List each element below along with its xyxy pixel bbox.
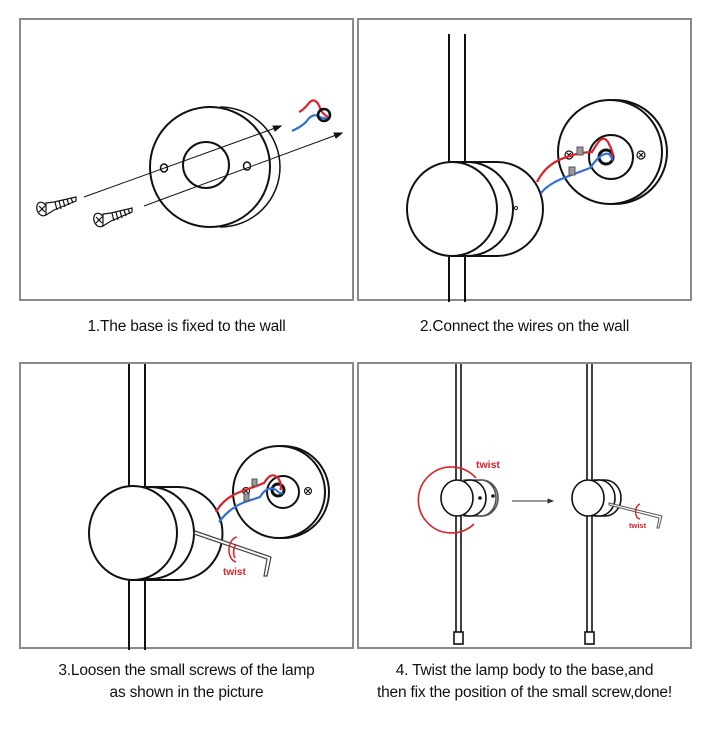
twist-arrow-icon — [634, 503, 641, 520]
step-1-caption: 1.The base is fixed to the wall — [87, 318, 286, 335]
lamp-body-icon — [571, 479, 622, 517]
step-4-caption-line-1: 4. Twist the lamp body to the base,and — [395, 662, 654, 679]
allen-key-icon — [608, 502, 663, 529]
step-4-illustration: twist twist — [417, 364, 663, 645]
wall-base-plate-icon — [232, 445, 330, 539]
screw-icon — [93, 207, 133, 228]
lamp-body-icon — [406, 161, 544, 257]
lamp-rod-icon — [128, 364, 146, 650]
wall-base-plate-icon — [149, 106, 281, 228]
screw-icon — [36, 196, 77, 217]
direction-arrow-icon — [512, 498, 555, 504]
wall-base-plate-icon — [557, 99, 668, 205]
twist-label-right: twist — [629, 521, 647, 530]
twist-arrow-icon — [228, 536, 238, 563]
step-4-caption: 4. Twist the lamp body to the base,and t… — [350, 660, 699, 704]
step-2-illustration — [406, 34, 668, 302]
step-2-panel — [357, 18, 692, 302]
step-4-panel: twist twist — [357, 362, 692, 649]
step-3-panel: twist — [19, 362, 354, 650]
step-3-illustration: twist — [88, 364, 330, 650]
twist-label-left: twist — [476, 459, 500, 471]
wire-pair-icon — [536, 137, 614, 194]
step-1-illustration — [36, 99, 344, 228]
step-4-caption-line-2: then fix the position of the small screw… — [377, 684, 672, 701]
twist-arrow-icon — [417, 466, 477, 534]
allen-key-icon — [193, 530, 272, 577]
direction-arrow-icon — [83, 125, 344, 207]
step-3-caption-line-2: as shown in the picture — [109, 684, 264, 701]
twist-label: twist — [223, 567, 246, 578]
step-1-panel — [19, 18, 354, 301]
lamp-rod-icon — [448, 34, 466, 302]
wire-pair-icon — [215, 474, 284, 523]
step-3-caption-line-1: 3.Loosen the small screws of the lamp — [58, 662, 315, 679]
step-3-caption: 3.Loosen the small screws of the lamp as… — [19, 660, 354, 704]
step-2-caption: 2.Connect the wires on the wall — [419, 318, 630, 335]
wire-pair-icon — [291, 99, 332, 132]
lamp-body-icon — [440, 479, 499, 517]
lamp-body-icon — [88, 485, 224, 581]
